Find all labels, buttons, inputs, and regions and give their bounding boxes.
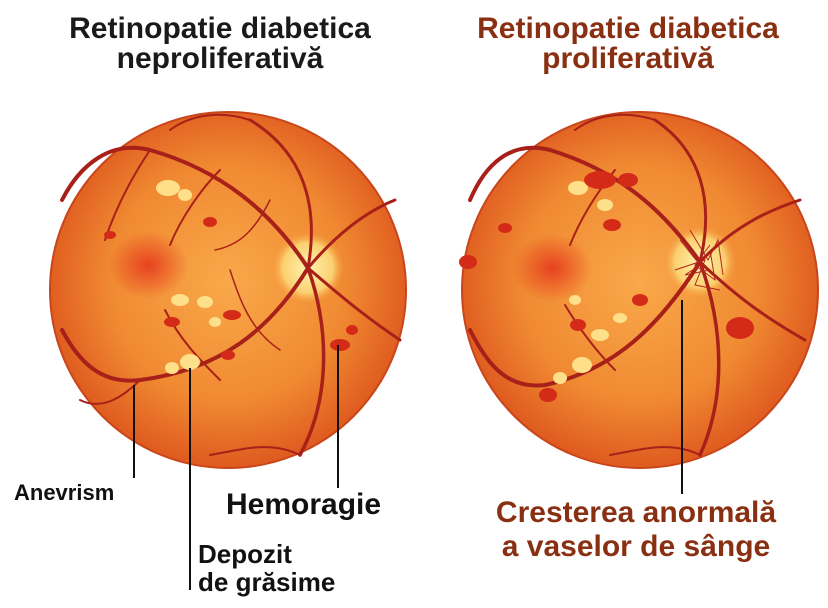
label-depozit-grasime: Depozit de grăsime bbox=[198, 540, 335, 596]
retina-right-disc bbox=[462, 112, 818, 468]
label-depozit-line2: de grăsime bbox=[198, 568, 335, 596]
label-hemoragie: Hemoragie bbox=[226, 488, 381, 522]
macula-right bbox=[512, 234, 592, 302]
label-anevrism: Anevrism bbox=[14, 480, 114, 506]
label-depozit-line1: Depozit bbox=[198, 540, 335, 568]
macula-left bbox=[108, 231, 188, 299]
label-crestere-line1: Cresterea anormală bbox=[450, 496, 822, 530]
retina-left bbox=[50, 112, 406, 468]
label-crestere-line2: a vaselor de sânge bbox=[450, 530, 822, 564]
retina-left-disc bbox=[50, 112, 406, 468]
retina-right bbox=[459, 112, 818, 468]
label-crestere-vase: Cresterea anormală a vaselor de sânge bbox=[450, 496, 822, 564]
